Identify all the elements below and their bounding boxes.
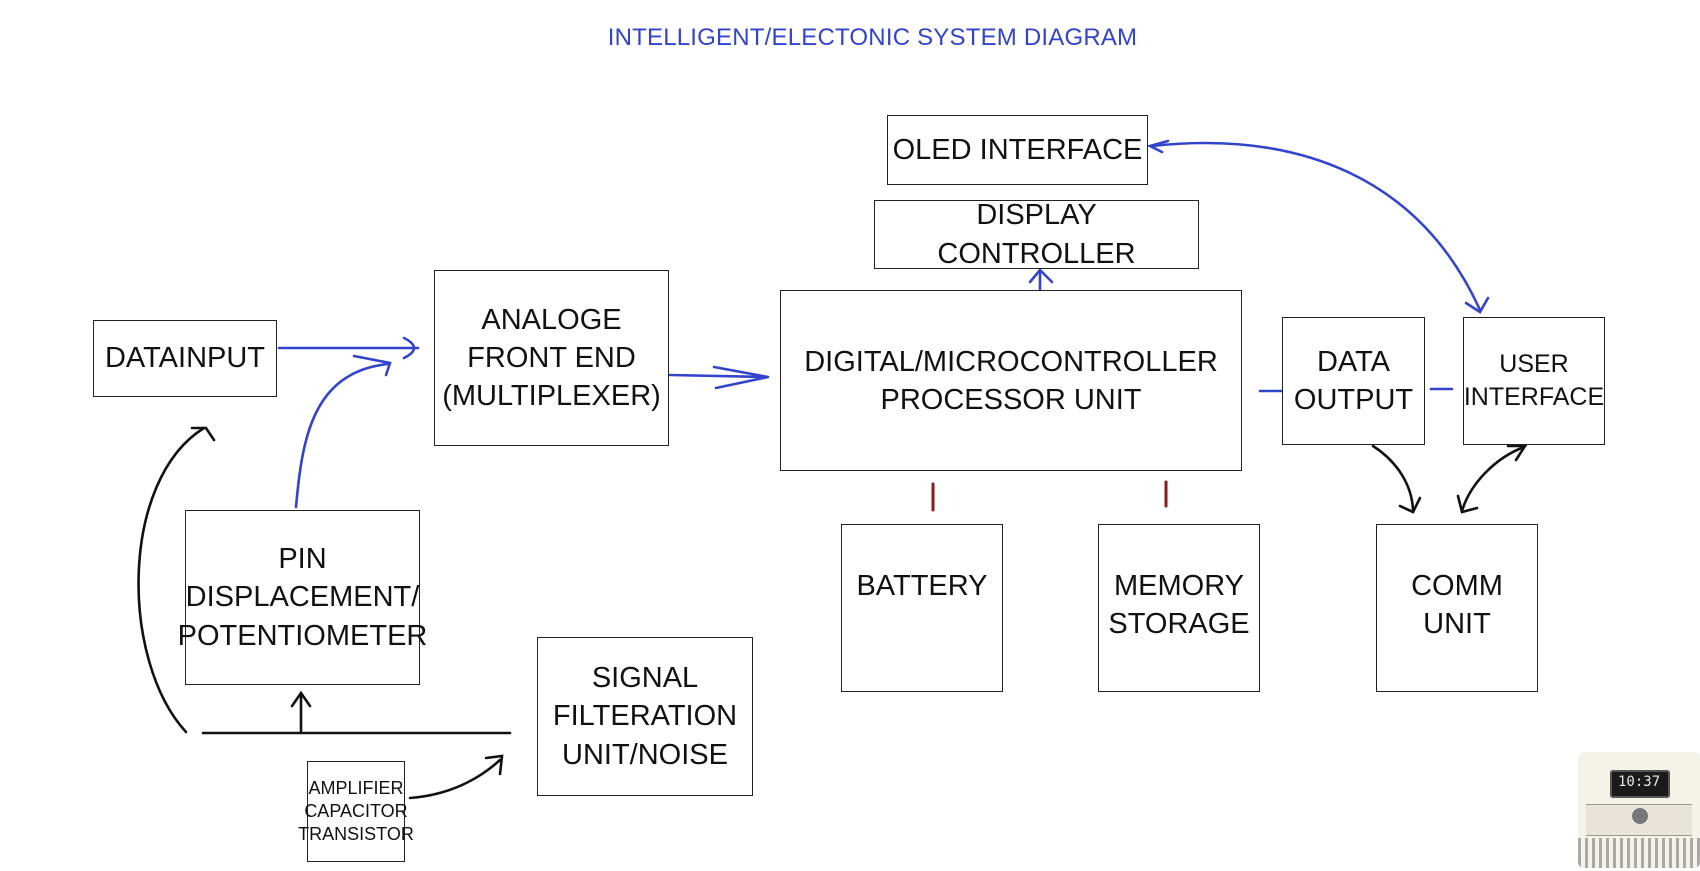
display-label: DISPLAY CONTROLLER <box>937 199 1136 270</box>
mcu-box: DIGITAL/MICROCONTROLLER PROCESSOR UNIT <box>780 290 1242 471</box>
black-connectors <box>137 426 1528 800</box>
oled-arrowhead <box>1146 139 1170 154</box>
amp-to-signal-curve <box>408 758 502 800</box>
amp-box: AMPLIFIER CAPACITOR TRANSISTOR <box>298 761 414 862</box>
amp-to-signal-arrowhead <box>484 754 504 776</box>
dataout-box: DATA OUTPUT <box>1282 317 1425 445</box>
comm-box: COMM UNIT <box>1376 524 1538 692</box>
signal-label: SIGNAL FILTERATION UNIT/NOISE <box>552 662 738 771</box>
ui-end-arrowhead <box>1506 444 1528 462</box>
dataout-to-comm-arrowhead <box>1398 496 1422 514</box>
bus-to-pin-arrowhead <box>290 690 312 708</box>
device-thumbnail: 10:37 <box>1578 752 1700 868</box>
oled-ui-double-arrow <box>1150 141 1482 312</box>
blue-connectors <box>277 139 1490 509</box>
comm-end-arrowhead <box>1456 494 1479 514</box>
battery-label: BATTERY <box>856 570 988 602</box>
dataout-label: DATA OUTPUT <box>1293 345 1414 416</box>
afe-to-mcu-arrowhead <box>712 365 769 390</box>
pin-to-afe-curve <box>294 362 390 509</box>
thumbnail-clock: 10:37 <box>1618 774 1661 790</box>
datainput-to-afe-arrowhead <box>402 336 416 360</box>
memory-box: MEMORY STORAGE <box>1098 524 1260 692</box>
ui-arrowhead <box>1464 296 1490 314</box>
mcu-label: DIGITAL/MICROCONTROLLER PROCESSOR UNIT <box>804 346 1218 417</box>
pin-label: PIN DISPLACEMENT/ POTENTIOMETER <box>177 543 428 652</box>
battery-box: BATTERY <box>841 524 1003 692</box>
pin-to-afe-arrowhead <box>352 354 392 377</box>
comm-ui-double-arrow <box>1460 445 1526 513</box>
datainput-box: DATAINPUT <box>93 320 277 397</box>
afe-to-mcu-arrow <box>668 373 770 379</box>
page-title: INTELLIGENT/ELECTONIC SYSTEM DIAGRAM <box>607 24 1138 51</box>
pin-box: PIN DISPLACEMENT/ POTENTIOMETER <box>178 510 427 685</box>
dataout-to-comm-curve <box>1371 444 1415 512</box>
user-interface-label: USER INTERFACE <box>1463 350 1605 411</box>
mcu-to-display-arrowhead <box>1028 268 1054 284</box>
datainput-label: DATAINPUT <box>104 342 266 375</box>
amp-label: AMPLIFIER CAPACITOR TRANSISTOR <box>298 777 414 845</box>
thumbnail-screen: 10:37 <box>1610 770 1670 798</box>
display-box: DISPLAY CONTROLLER <box>874 199 1199 270</box>
bus-to-datainput-curve <box>137 426 206 734</box>
memory-label: MEMORY STORAGE <box>1108 570 1250 641</box>
thumbnail-knob <box>1632 808 1648 824</box>
thumbnail-base <box>1578 838 1700 868</box>
user-interface-box: USER INTERFACE <box>1463 317 1605 445</box>
afe-label: ANALOGE FRONT END (MULTIPLEXER) <box>442 303 661 413</box>
oled-label: OLED INTERFACE <box>892 133 1143 166</box>
afe-box: ANALOGE FRONT END (MULTIPLEXER) <box>434 270 669 446</box>
signal-box: SIGNAL FILTERATION UNIT/NOISE <box>537 637 753 796</box>
red-connectors <box>931 480 1168 512</box>
oled-box: OLED INTERFACE <box>887 115 1148 185</box>
comm-label: COMM UNIT <box>1411 570 1503 641</box>
bus-to-datainput-arrowhead <box>190 426 216 442</box>
